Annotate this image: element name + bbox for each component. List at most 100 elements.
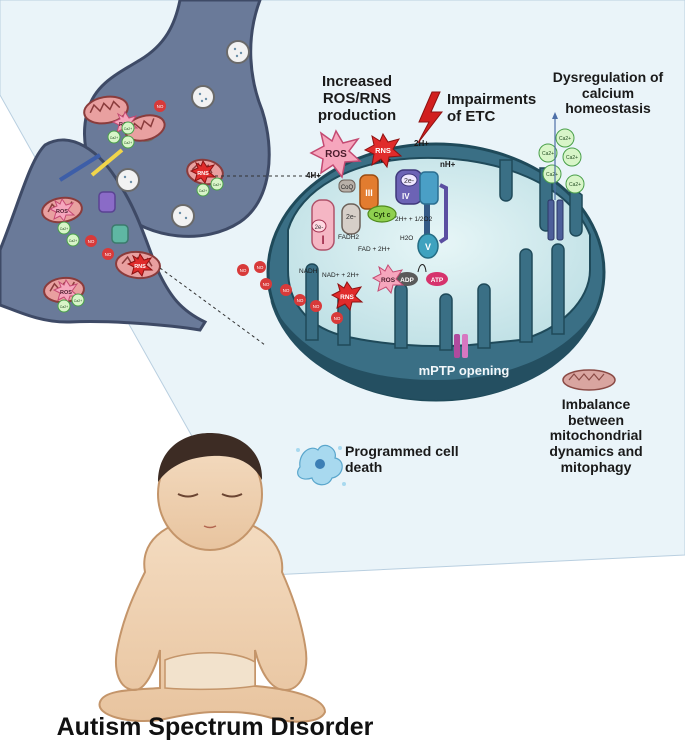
no-dot-label: NO xyxy=(297,298,304,303)
no-dot-label: NO xyxy=(263,282,270,287)
ros-burst-matrix: ROS xyxy=(371,264,405,295)
no-dot: NO xyxy=(85,235,97,247)
ca-ion-label: Ca2+ xyxy=(69,239,77,243)
water-out-label: H2O xyxy=(400,235,413,242)
lightning-icon xyxy=(417,91,444,144)
vesicle xyxy=(226,40,250,64)
rotor-arm xyxy=(438,183,448,244)
complex-1-label: I xyxy=(321,233,324,247)
mitochondrion-small xyxy=(124,114,166,142)
ca-ion: Ca2+ xyxy=(57,221,71,235)
intermembrane-shadow xyxy=(270,300,600,400)
no-dot-label: NO xyxy=(88,239,95,244)
no-dot-label: NO xyxy=(334,316,341,321)
ca-ion-label: Ca2+ xyxy=(110,136,118,140)
no-dot-label: NO xyxy=(105,252,112,257)
no-dot: NO xyxy=(331,312,343,324)
ca-ion: Ca2+ xyxy=(538,143,558,163)
ros-burst-dendrite: ROS xyxy=(48,197,76,223)
ca-ion-label: Ca2+ xyxy=(124,141,132,145)
fad-label: FAD + 2H+ xyxy=(358,246,390,253)
nh-label: nH+ xyxy=(440,160,456,169)
rns-burst-dendrite-label: RNS xyxy=(134,264,146,270)
no-dot: NO xyxy=(294,294,306,306)
adp-badge xyxy=(396,272,418,286)
label-imbalance: Imbalance between mitochondrial dynamics… xyxy=(549,396,643,475)
rns-burst-neuron: RNS xyxy=(189,159,217,185)
baby-hair xyxy=(158,432,263,482)
no-dot: NO xyxy=(254,261,266,273)
ros-burst-large: ROS xyxy=(309,129,362,179)
nadh-label: NADH xyxy=(299,268,318,275)
e1-label: 2e- xyxy=(315,225,324,231)
complex-2 xyxy=(341,203,361,235)
ca-ion-label: Ca2+ xyxy=(74,299,82,303)
vesicle xyxy=(116,168,140,192)
calcium-ions: Ca2+ Ca2+ Ca2+ Ca2+ Ca2+ Ca2+ Ca2+ Ca2+ … xyxy=(57,121,585,313)
complex-3 xyxy=(359,174,379,210)
baby-eye-left xyxy=(177,493,199,498)
atp-badge xyxy=(426,272,448,286)
fadh2-label: FADH2 xyxy=(338,234,359,241)
complex-5 xyxy=(417,233,439,259)
atp-arrow xyxy=(417,264,427,273)
cristae xyxy=(305,159,583,351)
e3-badge xyxy=(400,173,418,187)
no-dot-label: NO xyxy=(257,265,264,270)
label-ros-rns: Increased ROS/RNS production xyxy=(317,73,397,124)
no-dot: NO xyxy=(237,264,249,276)
ros-burst-dendrite-label: ROS xyxy=(56,209,68,215)
no-dot: NO xyxy=(260,278,272,290)
ca-ion-label: Ca2+ xyxy=(213,183,221,187)
ca-ion-label: Ca2+ xyxy=(60,305,68,309)
complex-3-label: III xyxy=(365,188,373,198)
complex-4-label: IV xyxy=(402,192,410,201)
synaptic-line-blue xyxy=(58,153,102,182)
rns-burst-neuron-label: RNS xyxy=(197,171,209,177)
no-dot: NO xyxy=(154,100,166,112)
baby-diaper xyxy=(164,652,256,691)
ros-burst-dendrite-low: ROS xyxy=(52,278,80,304)
complex-5-top xyxy=(419,171,439,205)
no-dot-label: NO xyxy=(283,288,290,293)
etc-complexes: I 2e- 2e- CoQ III Cyt c 2e- IV V ADP ATP… xyxy=(299,139,456,286)
rns-burst-matrix-label: RNS xyxy=(340,294,354,301)
zoom-line-bottom xyxy=(159,267,266,346)
label-mptp: mPTP opening xyxy=(418,363,510,378)
e1-badge xyxy=(311,219,327,233)
no-dot-label: NO xyxy=(313,304,320,309)
complex-5-stalk xyxy=(424,200,430,240)
atp-label: ATP xyxy=(431,277,444,284)
receptors xyxy=(58,148,129,244)
calcium-channel xyxy=(547,112,564,241)
ca-ion-label: Ca2+ xyxy=(60,227,68,231)
no-dot: NO xyxy=(280,284,292,296)
vesicle xyxy=(191,85,215,109)
dying-cell-icon xyxy=(296,444,346,486)
ca-ion: Ca2+ xyxy=(542,164,562,184)
mptp-pore xyxy=(454,334,468,358)
coq xyxy=(338,179,356,193)
mitochondrion-imbalance-icon xyxy=(562,369,616,391)
ca-ion: Ca2+ xyxy=(121,121,135,135)
ros-burst-matrix-label: ROS xyxy=(381,277,396,284)
ca-ion-label: Ca2+ xyxy=(559,136,571,142)
ca-ion: Ca2+ xyxy=(71,293,85,307)
ca-ion: Ca2+ xyxy=(210,177,224,191)
ros-burst-large-label: ROS xyxy=(325,149,347,160)
cyt-c xyxy=(367,205,397,223)
h4-left-label: 4H+ xyxy=(306,171,321,180)
label-cell-death: Programmed cell death xyxy=(345,443,459,475)
ca-ion-label: Ca2+ xyxy=(546,172,558,178)
baby-body xyxy=(98,516,327,723)
synaptic-line-yellow xyxy=(90,148,124,177)
no-dot-label: NO xyxy=(157,104,164,109)
coq-label: CoQ xyxy=(341,185,354,191)
calcium-arrowhead xyxy=(552,112,558,119)
rns-burst-matrix: RNS xyxy=(330,281,364,312)
h2-label: 2H+ xyxy=(414,139,429,148)
rns-burst-top: RNS xyxy=(363,132,403,169)
ca-ion: Ca2+ xyxy=(565,174,585,194)
ca-ion-label: Ca2+ xyxy=(566,155,578,161)
